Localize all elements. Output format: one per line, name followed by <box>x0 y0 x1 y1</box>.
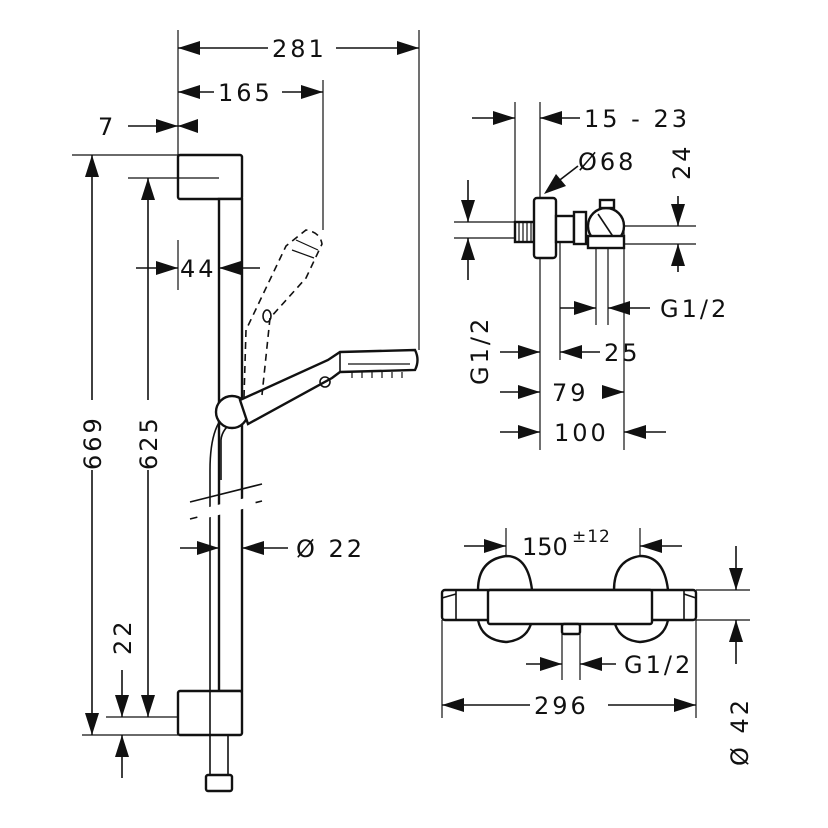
dim-inlet-thread: G1/2 <box>466 316 494 385</box>
shower-rail-set: 281 165 7 44 669 625 <box>72 30 420 793</box>
dim-hand-shower-reach: 165 <box>218 79 273 107</box>
mixer-side-view: 15 - 23 Ø68 24 G1/2 G1/2 25 79 <box>454 102 729 450</box>
hand-shower-alt-position <box>243 229 323 398</box>
dim-depth-79: 79 <box>552 379 589 407</box>
dim-rail-centers: 625 <box>135 415 163 470</box>
dim-depth-100: 100 <box>554 419 609 447</box>
dim-inlet-centers-tolerance: ±12 <box>572 527 611 547</box>
dim-mixer-diameter: Ø 42 <box>726 697 754 766</box>
dim-outlet-thread-bottom: G1/2 <box>624 651 693 679</box>
dim-depth-25: 25 <box>604 339 641 367</box>
escutcheon <box>532 196 558 260</box>
dim-rail-height: 669 <box>79 415 107 470</box>
top-wall-bracket <box>176 153 244 201</box>
dim-inlet-centers: 150 <box>522 533 568 561</box>
dim-hand-shower-offset: 44 <box>180 255 217 283</box>
hand-shower <box>238 348 419 426</box>
dim-mixer-depth-offset: 24 <box>668 143 696 180</box>
dim-outlet-thread-side: G1/2 <box>660 295 729 323</box>
dim-bracket-offset: 7 <box>98 113 116 141</box>
dim-bracket-bottom: 22 <box>109 618 137 655</box>
dim-eccentric-range: 15 - 23 <box>584 105 690 133</box>
mixer-front-view: 150 ±12 Ø 42 G1/2 296 <box>440 527 754 766</box>
mixer-outlet <box>560 622 582 636</box>
dim-escutcheon-diameter: Ø68 <box>578 148 636 176</box>
dim-rail-diameter: Ø 22 <box>296 535 365 563</box>
dim-rail-total-width: 281 <box>272 35 327 63</box>
dim-mixer-length: 296 <box>534 692 589 720</box>
hose-connector <box>204 773 234 793</box>
